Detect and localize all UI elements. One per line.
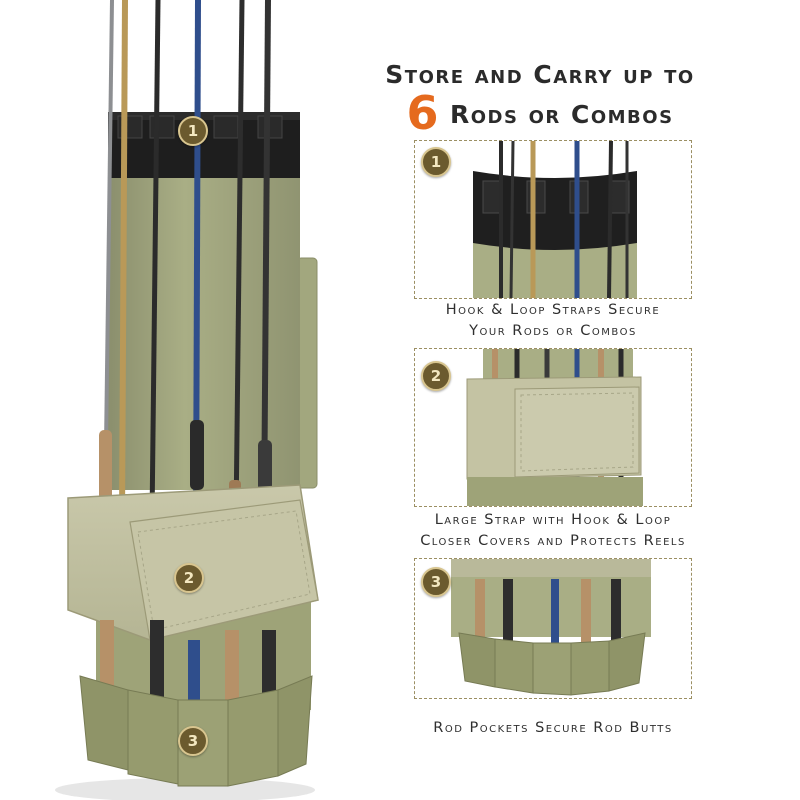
badge-2: 2 [421, 361, 451, 391]
badge-3-main: 3 [178, 726, 208, 756]
caption-2-line1: Large Strap with Hook & Loop [434, 512, 672, 528]
badge-1: 1 [421, 147, 451, 177]
feature-panel-1: 1 [414, 140, 692, 299]
feature-caption-2: Large Strap with Hook & Loop Closer Cove… [380, 510, 726, 552]
collar-closeup-image [473, 141, 637, 298]
caption-1-line2: Your Rods or Combos [469, 323, 637, 339]
headline-line2: Rods or Combos [449, 100, 674, 129]
badge-2-main: 2 [174, 563, 204, 593]
badge-1-main: 1 [178, 116, 208, 146]
caption-1-line1: Hook & Loop Straps Secure [445, 302, 661, 318]
headline-number: 6 [406, 86, 440, 140]
badge-3: 3 [421, 567, 451, 597]
caption-2-line2: Closer Covers and Protects Reels [420, 533, 686, 549]
feature-panel-3: 3 [414, 558, 692, 699]
headline-line1: Store and Carry up to [385, 60, 695, 89]
caption-3-line1: Rod Pockets Secure Rod Butts [433, 720, 673, 736]
feature-caption-3: Rod Pockets Secure Rod Butts [380, 718, 726, 739]
feature-panel-2: 2 [414, 348, 692, 507]
pockets-closeup-image [451, 559, 651, 696]
feature-caption-1: Hook & Loop Straps Secure Your Rods or C… [380, 300, 726, 342]
strap-closeup-image [466, 349, 643, 506]
